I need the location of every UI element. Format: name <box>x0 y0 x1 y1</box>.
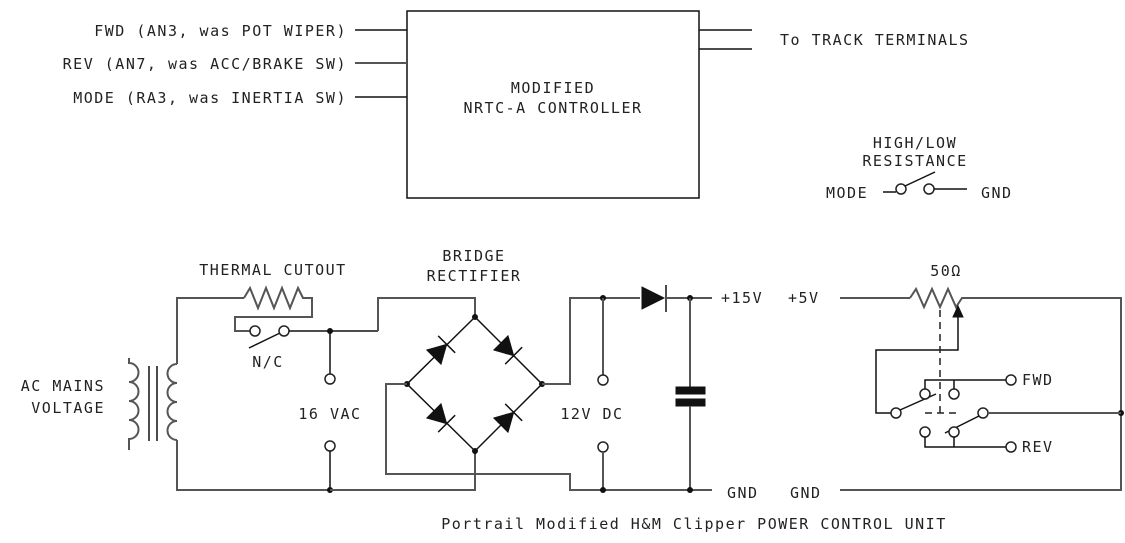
ac-wiring: THERMAL CUTOUT N/C 16 VAC <box>176 261 476 493</box>
dc-test-terminal-bottom <box>597 441 609 453</box>
rev-wire <box>924 437 1006 448</box>
mode-switch-left-label: MODE <box>826 184 868 202</box>
secondary-coil-icon <box>166 363 178 441</box>
plus5-label: +5V <box>788 289 820 307</box>
controller-title-2: NRTC-A CONTROLLER <box>463 99 642 117</box>
capacitor-plate-1 <box>675 386 706 395</box>
bridge-ac-in-wire-1 <box>377 297 476 331</box>
mode-switch-title-2: RESISTANCE <box>862 152 967 170</box>
rev-output-terminal <box>1005 441 1017 453</box>
control-section: +5V GND 50Ω FWD REV <box>788 262 1124 502</box>
capacitor-plate-2 <box>675 398 706 407</box>
bridge-diode-2-icon <box>492 334 523 365</box>
dc-positive-wire <box>542 297 640 385</box>
thermal-cutout-label: THERMAL CUTOUT <box>199 261 346 279</box>
pot-wiper-wire <box>875 317 959 414</box>
fwd-output-terminal <box>1005 374 1017 386</box>
track-terminals-label: To TRACK TERMINALS <box>780 31 970 49</box>
junction-dot <box>600 487 606 493</box>
dpdt-terminal-rev-b <box>948 426 960 438</box>
mode-switch-right-label: GND <box>981 184 1013 202</box>
ac-mains-label-2: VOLTAGE <box>31 399 105 417</box>
dpdt-blade-1 <box>899 393 937 411</box>
ac-output-label: 16 VAC <box>298 405 361 423</box>
thermal-switch-blade <box>248 332 281 349</box>
bridge-diode-4-icon <box>492 403 523 434</box>
bridge-ac-in-wire-2 <box>330 451 476 491</box>
bridge-rectifier: BRIDGE RECTIFIER <box>404 247 545 454</box>
primary-coil-icon <box>128 358 140 450</box>
dpdt-common-terminal-2 <box>977 407 989 419</box>
fwd-input-label: FWD (AN3, was POT WIPER) <box>94 22 347 40</box>
ac-top-wire <box>176 297 244 364</box>
rev-output-label: REV <box>1022 438 1054 456</box>
bridge-label-1: BRIDGE <box>442 247 505 265</box>
mode-switch-title-1: HIGH/LOW <box>873 134 957 152</box>
dpdt-terminal-fwd-a <box>919 388 931 400</box>
dc-test-terminal-top <box>597 374 609 386</box>
fwd-output-label: FWD <box>1022 371 1054 389</box>
dpdt-common-terminal-1 <box>890 407 902 419</box>
ac-bottom-wire <box>176 440 330 491</box>
junction-dot <box>472 314 478 320</box>
rev-input-label: REV (AN7, was ACC/BRAKE SW) <box>63 55 347 73</box>
pot-value-label: 50Ω <box>930 262 962 280</box>
junction-dot <box>687 487 693 493</box>
thermal-switch-terminal-2 <box>278 325 290 337</box>
gnd-label-right: GND <box>790 484 822 502</box>
controller-title-1: MODIFIED <box>511 79 595 97</box>
junction-dot <box>472 448 478 454</box>
mode-switch: HIGH/LOW RESISTANCE MODE GND <box>826 134 1013 202</box>
controller-box <box>406 10 700 199</box>
fwd-wire <box>924 379 1006 389</box>
mode-switch-terminal-1 <box>895 183 907 195</box>
mode-switch-blade <box>904 171 936 187</box>
ac-test-terminal-top <box>324 373 336 385</box>
bridge-diode-1-icon <box>425 335 456 366</box>
bridge-diode-3-icon <box>425 402 456 433</box>
diagram-caption: Portrail Modified H&M Clipper POWER CONT… <box>441 515 946 533</box>
series-diode-icon <box>641 285 667 312</box>
bridge-diamond <box>405 315 544 453</box>
mode-input-label: MODE (RA3, was INERTIA SW) <box>73 89 347 107</box>
gnd-label-left: GND <box>727 484 759 502</box>
potentiometer-icon <box>840 286 1122 491</box>
dc-section: 12V DC +15V GND <box>385 285 763 502</box>
transformer: AC MAINS VOLTAGE <box>21 358 178 450</box>
ac-mains-label-1: AC MAINS <box>21 377 105 395</box>
ac-test-terminal-bottom <box>324 440 336 452</box>
thermal-switch-label: N/C <box>252 353 284 371</box>
controller-block: MODIFIED NRTC-A CONTROLLER FWD (AN3, was… <box>63 10 970 199</box>
dpdt-terminal-rev-a <box>919 426 931 438</box>
dc-output-label: 12V DC <box>560 405 623 423</box>
plus15-label: +15V <box>721 289 763 307</box>
bridge-label-2: RECTIFIER <box>427 267 522 285</box>
pot-wiper-arrow-icon <box>952 304 964 318</box>
thermal-switch-terminal-1 <box>249 325 261 337</box>
mode-switch-terminal-2 <box>923 183 935 195</box>
dc-negative-wire <box>385 383 712 491</box>
thermal-heater-resistor-icon <box>234 285 313 332</box>
dpdt-terminal-fwd-b <box>948 388 960 400</box>
